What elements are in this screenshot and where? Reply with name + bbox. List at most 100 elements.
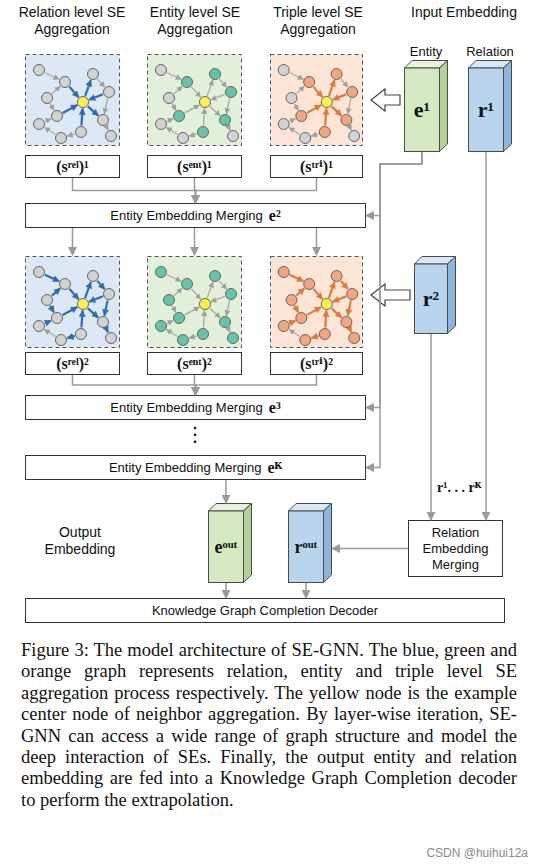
graph-node xyxy=(349,333,360,344)
merging-box: Entity Embedding Mergingeᴷ xyxy=(25,455,366,480)
graph-edge xyxy=(348,98,351,113)
graph-node xyxy=(56,335,67,346)
graph-edge xyxy=(333,296,346,301)
center-node xyxy=(200,97,211,108)
aggregation-graph xyxy=(26,55,120,146)
aggregation-output-box: (sʳᵉˡ)² xyxy=(25,352,120,375)
graph-edge xyxy=(203,108,204,125)
graph-edge xyxy=(329,80,334,96)
graph-edge xyxy=(226,300,229,315)
graph-node xyxy=(226,289,237,300)
embedding-heading: Relation xyxy=(466,44,514,60)
graph-node xyxy=(42,93,53,104)
graph-node xyxy=(220,317,231,328)
embedding-heading: Entity xyxy=(410,44,443,60)
math-symbol: (sʳᵉˡ)² xyxy=(56,355,89,373)
graph-node xyxy=(347,87,358,98)
graph-edge xyxy=(210,308,220,317)
math-symbol: (sᵗʳⁱ)¹ xyxy=(300,158,333,176)
graph-node xyxy=(286,93,297,104)
center-node xyxy=(78,299,89,310)
graph-node xyxy=(34,321,45,332)
graph-edge xyxy=(349,126,351,130)
embedding-symbol: eᵒᵘᵗ xyxy=(208,511,244,583)
graph-edge xyxy=(332,106,342,115)
box-label: Entity Embedding Merging xyxy=(110,400,262,416)
math-symbol: (sᵉⁿᵗ)² xyxy=(177,355,212,373)
watermark: CSDN @huihui12a xyxy=(360,846,528,861)
cube-front xyxy=(405,68,440,152)
graph-node xyxy=(174,313,185,324)
graph-edge xyxy=(44,127,55,134)
graph-node xyxy=(220,115,231,126)
embedding-symbol: r² xyxy=(414,264,448,334)
graph-edge xyxy=(67,134,75,136)
graph-edge xyxy=(203,310,204,327)
graph-node xyxy=(156,65,167,76)
graph-node xyxy=(76,127,87,138)
embedding-cube: Relationr¹ xyxy=(468,44,512,152)
graph-node xyxy=(228,131,239,142)
graph-edge xyxy=(172,306,176,313)
graph-edge xyxy=(50,306,54,313)
graph-node xyxy=(341,317,352,328)
graph-edge xyxy=(189,134,197,136)
graph-edge xyxy=(104,300,107,315)
graph-edge xyxy=(348,300,351,315)
flow-connector xyxy=(73,178,196,203)
graph-node xyxy=(106,131,117,142)
embedding-cube: r² xyxy=(414,256,456,334)
graph-node xyxy=(174,111,185,122)
embedding-cube: eᵒᵘᵗ xyxy=(208,503,252,583)
graph-node xyxy=(34,267,45,278)
input-arrow xyxy=(371,284,410,306)
merging-box: Entity Embedding Merginge² xyxy=(25,203,366,228)
graph-node xyxy=(88,69,99,80)
graph-node xyxy=(156,321,167,332)
cube-side xyxy=(448,257,456,334)
graph-node xyxy=(226,87,237,98)
flow-connector xyxy=(196,178,317,203)
graph-edge xyxy=(44,329,55,336)
math-symbol: e² xyxy=(269,207,281,225)
graph-edge xyxy=(219,281,226,289)
process-box: Knowledge Graph Completion Decoder xyxy=(25,598,505,623)
graph-node xyxy=(319,329,330,340)
flow-connector xyxy=(305,583,307,598)
graph-edge xyxy=(89,94,103,99)
aggregation-graph xyxy=(271,55,363,146)
ellipsis-mark: ⋮ xyxy=(180,422,210,446)
graph-panel xyxy=(148,55,242,146)
graph-node xyxy=(286,295,297,306)
center-node xyxy=(321,299,332,310)
math-symbol: eᴷ xyxy=(267,459,282,477)
graph-node xyxy=(198,329,209,340)
graph-node xyxy=(210,271,221,282)
graph-edge xyxy=(289,128,300,135)
graph-node xyxy=(331,271,342,282)
graph-edge xyxy=(307,105,321,113)
flow-connector xyxy=(195,375,196,395)
graph-panel xyxy=(271,257,363,348)
center-node xyxy=(200,299,211,310)
graph-node xyxy=(300,133,311,144)
input-arrow xyxy=(371,89,400,111)
flow-connector xyxy=(485,152,487,520)
graph-node xyxy=(34,65,45,76)
graph-edge xyxy=(69,289,78,299)
aggregation-output-box: (sᵗʳⁱ)² xyxy=(270,352,363,375)
flow-connector xyxy=(430,334,432,520)
graph-edge xyxy=(166,329,177,336)
figure-caption: Figure 3: The model architecture of SE-G… xyxy=(21,640,517,811)
graph-edge xyxy=(52,86,60,93)
graph-edge xyxy=(106,328,108,332)
graph-edge xyxy=(174,288,182,295)
graph-node xyxy=(182,279,193,290)
math-symbol: (sᵉⁿᵗ)¹ xyxy=(177,158,212,176)
section-heading: Relation level SE Aggregation xyxy=(10,4,134,38)
flow-connector xyxy=(73,375,196,395)
graph-edge xyxy=(52,288,60,295)
graph-node xyxy=(104,87,115,98)
aggregation-graph xyxy=(148,257,242,348)
graph-node xyxy=(156,267,167,278)
